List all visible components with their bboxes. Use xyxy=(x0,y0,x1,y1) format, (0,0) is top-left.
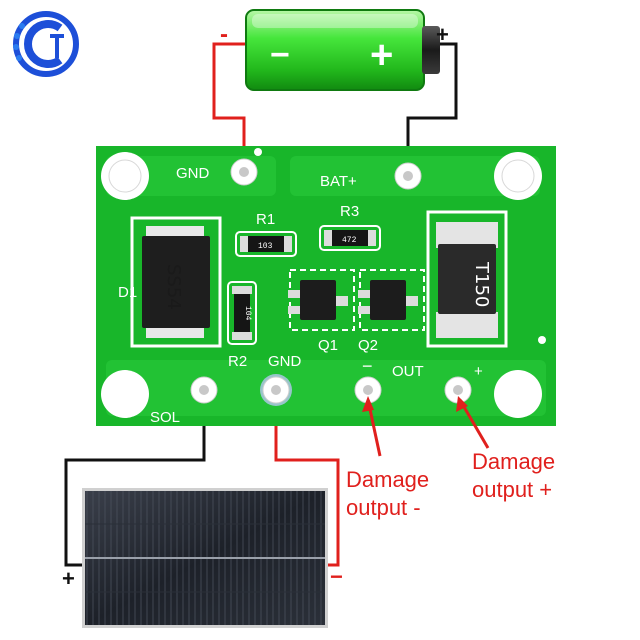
battery-negative-label: - xyxy=(220,21,228,48)
solar-panel-icon xyxy=(82,488,328,628)
battery-plus-sign: + xyxy=(370,33,393,77)
label-r2: R2 xyxy=(228,353,247,370)
solar-plus-label: + xyxy=(62,566,75,591)
label-out: OUT xyxy=(392,363,424,380)
label-gnd-bottom: GND xyxy=(268,353,302,370)
label-q2: Q2 xyxy=(358,337,378,354)
wire-battery-positive xyxy=(406,42,458,165)
damage-plus-line2: output + xyxy=(472,477,552,502)
brand-logo-icon xyxy=(13,11,79,77)
label-r1: R1 xyxy=(256,211,275,228)
r1-code: 103 xyxy=(258,242,273,251)
r2-code: 104 xyxy=(243,306,252,321)
battery-icon xyxy=(245,9,440,91)
battery-positive-label: + xyxy=(436,22,449,47)
label-out-plus: + xyxy=(474,363,483,380)
label-sol: SOL xyxy=(150,409,180,426)
label-q1: Q1 xyxy=(318,337,338,354)
wire-solar-positive xyxy=(64,392,206,567)
damage-plus-line1: Damage xyxy=(472,449,555,474)
solar-minus-label: − xyxy=(330,564,343,589)
label-d1: D1 xyxy=(118,284,137,301)
r3-code: 472 xyxy=(342,236,357,245)
label-out-minus: − xyxy=(362,356,373,376)
arrow-damage-plus xyxy=(456,396,490,449)
d1-marking: SS54 xyxy=(163,264,184,310)
label-gnd-top: GND xyxy=(176,165,210,182)
pcb-board xyxy=(96,146,556,426)
label-r3: R3 xyxy=(340,203,359,220)
wire-solar-negative xyxy=(274,392,340,567)
damage-minus-line2: output - xyxy=(346,495,421,520)
damage-minus-line1: Damage xyxy=(346,467,429,492)
wire-battery-negative xyxy=(212,42,246,160)
arrow-damage-minus xyxy=(362,396,382,457)
label-bat-plus: BAT+ xyxy=(320,173,357,190)
battery-minus-sign: − xyxy=(270,36,290,74)
fuse-marking: T150 xyxy=(471,261,492,307)
